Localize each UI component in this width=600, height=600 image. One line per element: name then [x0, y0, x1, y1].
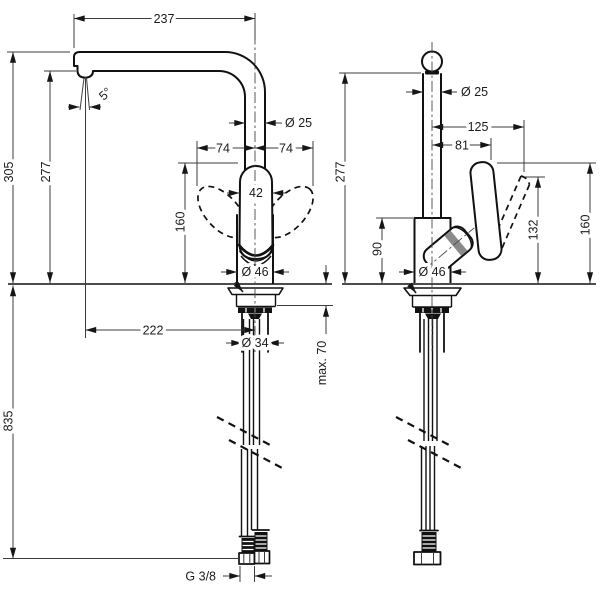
- dim-shank-dia: Ø 34: [226, 333, 284, 354]
- hose-break-mark-side: [395, 416, 464, 470]
- handle-height-label-side: 160: [579, 215, 593, 236]
- escutcheon-side: [403, 287, 462, 297]
- dim-angle: 5°: [68, 77, 118, 111]
- dim-spout-dia-front: Ø 25: [229, 113, 316, 134]
- body-dia-label-front: Ø 46: [241, 265, 268, 279]
- max-counter-label: max. 70: [315, 341, 329, 386]
- hose-length-label: 835: [2, 411, 16, 432]
- handle-raised-dashed: [486, 175, 531, 262]
- swing-left-label: 74: [216, 142, 230, 156]
- angle-label: 5°: [96, 85, 114, 103]
- dim-height-total: 305: [0, 51, 70, 283]
- dim-handle-height-side: 160: [497, 162, 596, 283]
- spout-outline: [73, 51, 266, 216]
- dim-reach-grip: 81: [432, 135, 492, 160]
- dim-height-outlet-front: 277: [36, 70, 76, 283]
- dim-spout-dia-side: Ø 25: [406, 82, 492, 103]
- spout-dia-label-side: Ø 25: [461, 85, 488, 99]
- dim-body-height: 90: [367, 217, 413, 283]
- height-total-label: 305: [2, 162, 16, 183]
- hose-break-mark: [216, 416, 285, 470]
- handle-joint-arcs: [237, 243, 275, 266]
- dim-thread: G 3/8: [182, 566, 272, 587]
- handle-width-label: 42: [249, 186, 263, 200]
- swing-right-label: 74: [279, 142, 293, 156]
- tailpiece-side: [425, 313, 441, 319]
- handle-front: [238, 165, 274, 260]
- dim-raised-height: 132: [523, 176, 545, 283]
- hose-connector-right: [251, 529, 271, 565]
- escutcheon-front: [227, 287, 284, 296]
- hose-connector-side: [413, 529, 442, 566]
- dim-handle-width: 42: [227, 183, 285, 204]
- height-outlet-label-front: 277: [39, 162, 53, 183]
- side-view: Ø 25 125 81 277 90 Ø: [330, 42, 596, 566]
- handle-height-label-front: 160: [174, 212, 188, 233]
- escutcheon-arrow: [233, 281, 244, 293]
- spout-dia-label-front: Ø 25: [285, 116, 312, 130]
- thread-label: G 3/8: [185, 570, 216, 584]
- dim-outlet-reach: 222: [85, 320, 255, 341]
- body-height-label: 90: [371, 242, 385, 256]
- hoses-side: [395, 319, 464, 566]
- escutcheon-arrow-side: [407, 282, 417, 294]
- dim-max-counter: max. 70: [312, 265, 333, 389]
- dim-reach: 237: [73, 9, 256, 48]
- dim-reach-raised: 125: [432, 117, 525, 172]
- handle-grip-side: [469, 161, 503, 261]
- hose-connector-left: [238, 535, 257, 565]
- outlet-reach-label: 222: [143, 324, 164, 338]
- dim-hose-length: 835: [0, 285, 239, 559]
- dim-body-dia-side: Ø 46: [399, 262, 466, 283]
- raised-height-label: 132: [527, 220, 541, 241]
- dim-handle-height-front: 160: [170, 162, 238, 283]
- body-dia-label-side: Ø 46: [418, 265, 445, 279]
- reach-grip-label: 81: [455, 139, 469, 153]
- height-outlet-label-side: 277: [334, 162, 348, 183]
- dim-height-outlet-side: 277: [330, 72, 421, 283]
- front-view: 5° 237 305 277 Ø 25: [0, 9, 333, 587]
- dim-body-dia-front: Ø 46: [221, 262, 289, 283]
- shank-dia-label: Ø 34: [241, 336, 268, 350]
- reach-raised-label: 125: [468, 120, 489, 134]
- handle-cap-side: [422, 225, 475, 274]
- hoses-front: [216, 319, 285, 565]
- reach-label: 237: [154, 12, 175, 26]
